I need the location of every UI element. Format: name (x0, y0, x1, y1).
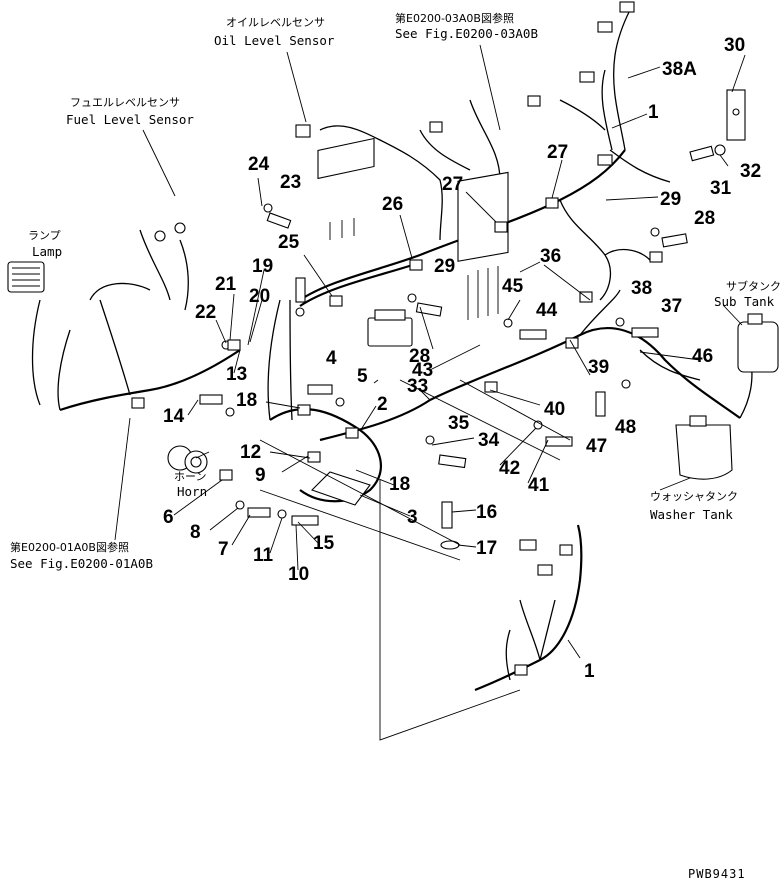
callout: 32 (740, 161, 761, 182)
lamp (7, 261, 45, 293)
connector-block-25 (317, 137, 375, 240)
leader-lines (114, 44, 746, 741)
callout: 1 (648, 102, 659, 123)
callout: 33 (407, 376, 428, 397)
callout: 40 (544, 399, 565, 420)
washer-tank-caption-en: Washer Tank (650, 507, 733, 522)
callout: 29 (434, 256, 455, 277)
lamp-caption-en: Lamp (32, 244, 62, 259)
callout: 13 (226, 364, 247, 385)
oil-sensor-caption-jp: オイルレベルセンサ (226, 16, 325, 29)
callout: 3 (407, 507, 418, 528)
lamp-caption-jp: ランプ (28, 229, 61, 242)
callout: 43 (412, 360, 433, 381)
callout: 6 (163, 507, 174, 528)
callout: 44 (536, 300, 558, 321)
callout: 15 (313, 533, 335, 554)
ref03-caption-jp: 第E0200-03A0B図参照 (395, 11, 514, 25)
callout: 31 (710, 178, 732, 199)
fuel-sensor-caption-en: Fuel Level Sensor (66, 112, 194, 127)
ref01-caption-jp: 第E0200-01A0B図参照 (10, 540, 129, 554)
bracket-plate-3 (310, 471, 371, 506)
callout: 46 (692, 346, 713, 367)
callout: 42 (499, 458, 520, 479)
callout: 28 (694, 208, 715, 229)
oil-sensor-caption-en: Oil Level Sensor (214, 33, 335, 48)
callout: 21 (215, 274, 237, 295)
callout: 9 (255, 465, 266, 486)
callout: 18 (389, 474, 410, 495)
callout: 27 (547, 142, 568, 163)
callout: 10 (288, 564, 309, 585)
callout: 47 (586, 436, 607, 457)
callout: 20 (249, 286, 270, 307)
callout: 24 (248, 154, 270, 175)
callout: 23 (280, 172, 301, 193)
callout: 35 (448, 413, 470, 434)
callout: 18 (236, 390, 257, 411)
callout: 22 (195, 302, 216, 323)
washer-tank-caption-jp: ウォッシャタンク (650, 490, 738, 503)
callout: 5 (357, 366, 368, 387)
sub-tank-caption-en: Sub Tank (714, 294, 775, 309)
fuel-sensor-caption-jp: フュエルレベルセンサ (70, 96, 180, 109)
callout: 1 (584, 661, 595, 682)
callout: 48 (615, 417, 636, 438)
callout: 14 (163, 406, 185, 427)
callout: 12 (240, 442, 261, 463)
callout: 11 (253, 545, 274, 566)
callout: 29 (660, 189, 681, 210)
callout: 37 (661, 296, 682, 317)
bracket-30 (726, 89, 746, 141)
callout: 28 (409, 346, 430, 367)
callout: 38 (631, 278, 652, 299)
callout: 39 (588, 357, 609, 378)
callout: 30 (724, 35, 745, 56)
callout-numbers: 38A 30 1 27 31 32 29 28 24 23 26 27 25 1… (163, 35, 761, 682)
ref01-caption-en: See Fig.E0200-01A0B (10, 556, 153, 571)
sub-tank-caption-jp: サブタンク (726, 279, 781, 293)
callout: 38A (662, 59, 697, 80)
callout: 16 (476, 502, 497, 523)
drawing-code: PWB9431 (688, 867, 746, 881)
callout: 2 (377, 394, 388, 415)
horn-caption-jp: ホーン (174, 470, 206, 483)
sub-tank (737, 313, 779, 373)
fuse-box (457, 171, 509, 320)
callout: 25 (278, 232, 300, 253)
callout: 45 (502, 276, 524, 297)
callout: 36 (540, 246, 561, 267)
washer-tank (675, 415, 733, 480)
callout: 26 (382, 194, 403, 215)
callout: 4 (326, 348, 337, 369)
horn (167, 445, 208, 474)
fasteners (154, 144, 726, 550)
relay-block (367, 309, 413, 347)
callout: 7 (218, 539, 229, 560)
callout: 34 (478, 430, 500, 451)
ref03-caption-en: See Fig.E0200-03A0B (395, 26, 538, 41)
callout: 27 (442, 174, 463, 195)
callout: 17 (476, 538, 497, 559)
horn-caption-en: Horn (177, 484, 207, 499)
callout: 41 (528, 475, 550, 496)
callout: 8 (190, 522, 201, 543)
callout: 19 (252, 256, 273, 277)
captions: オイルレベルセンサ Oil Level Sensor 第E0200-03A0B図… (10, 11, 781, 881)
